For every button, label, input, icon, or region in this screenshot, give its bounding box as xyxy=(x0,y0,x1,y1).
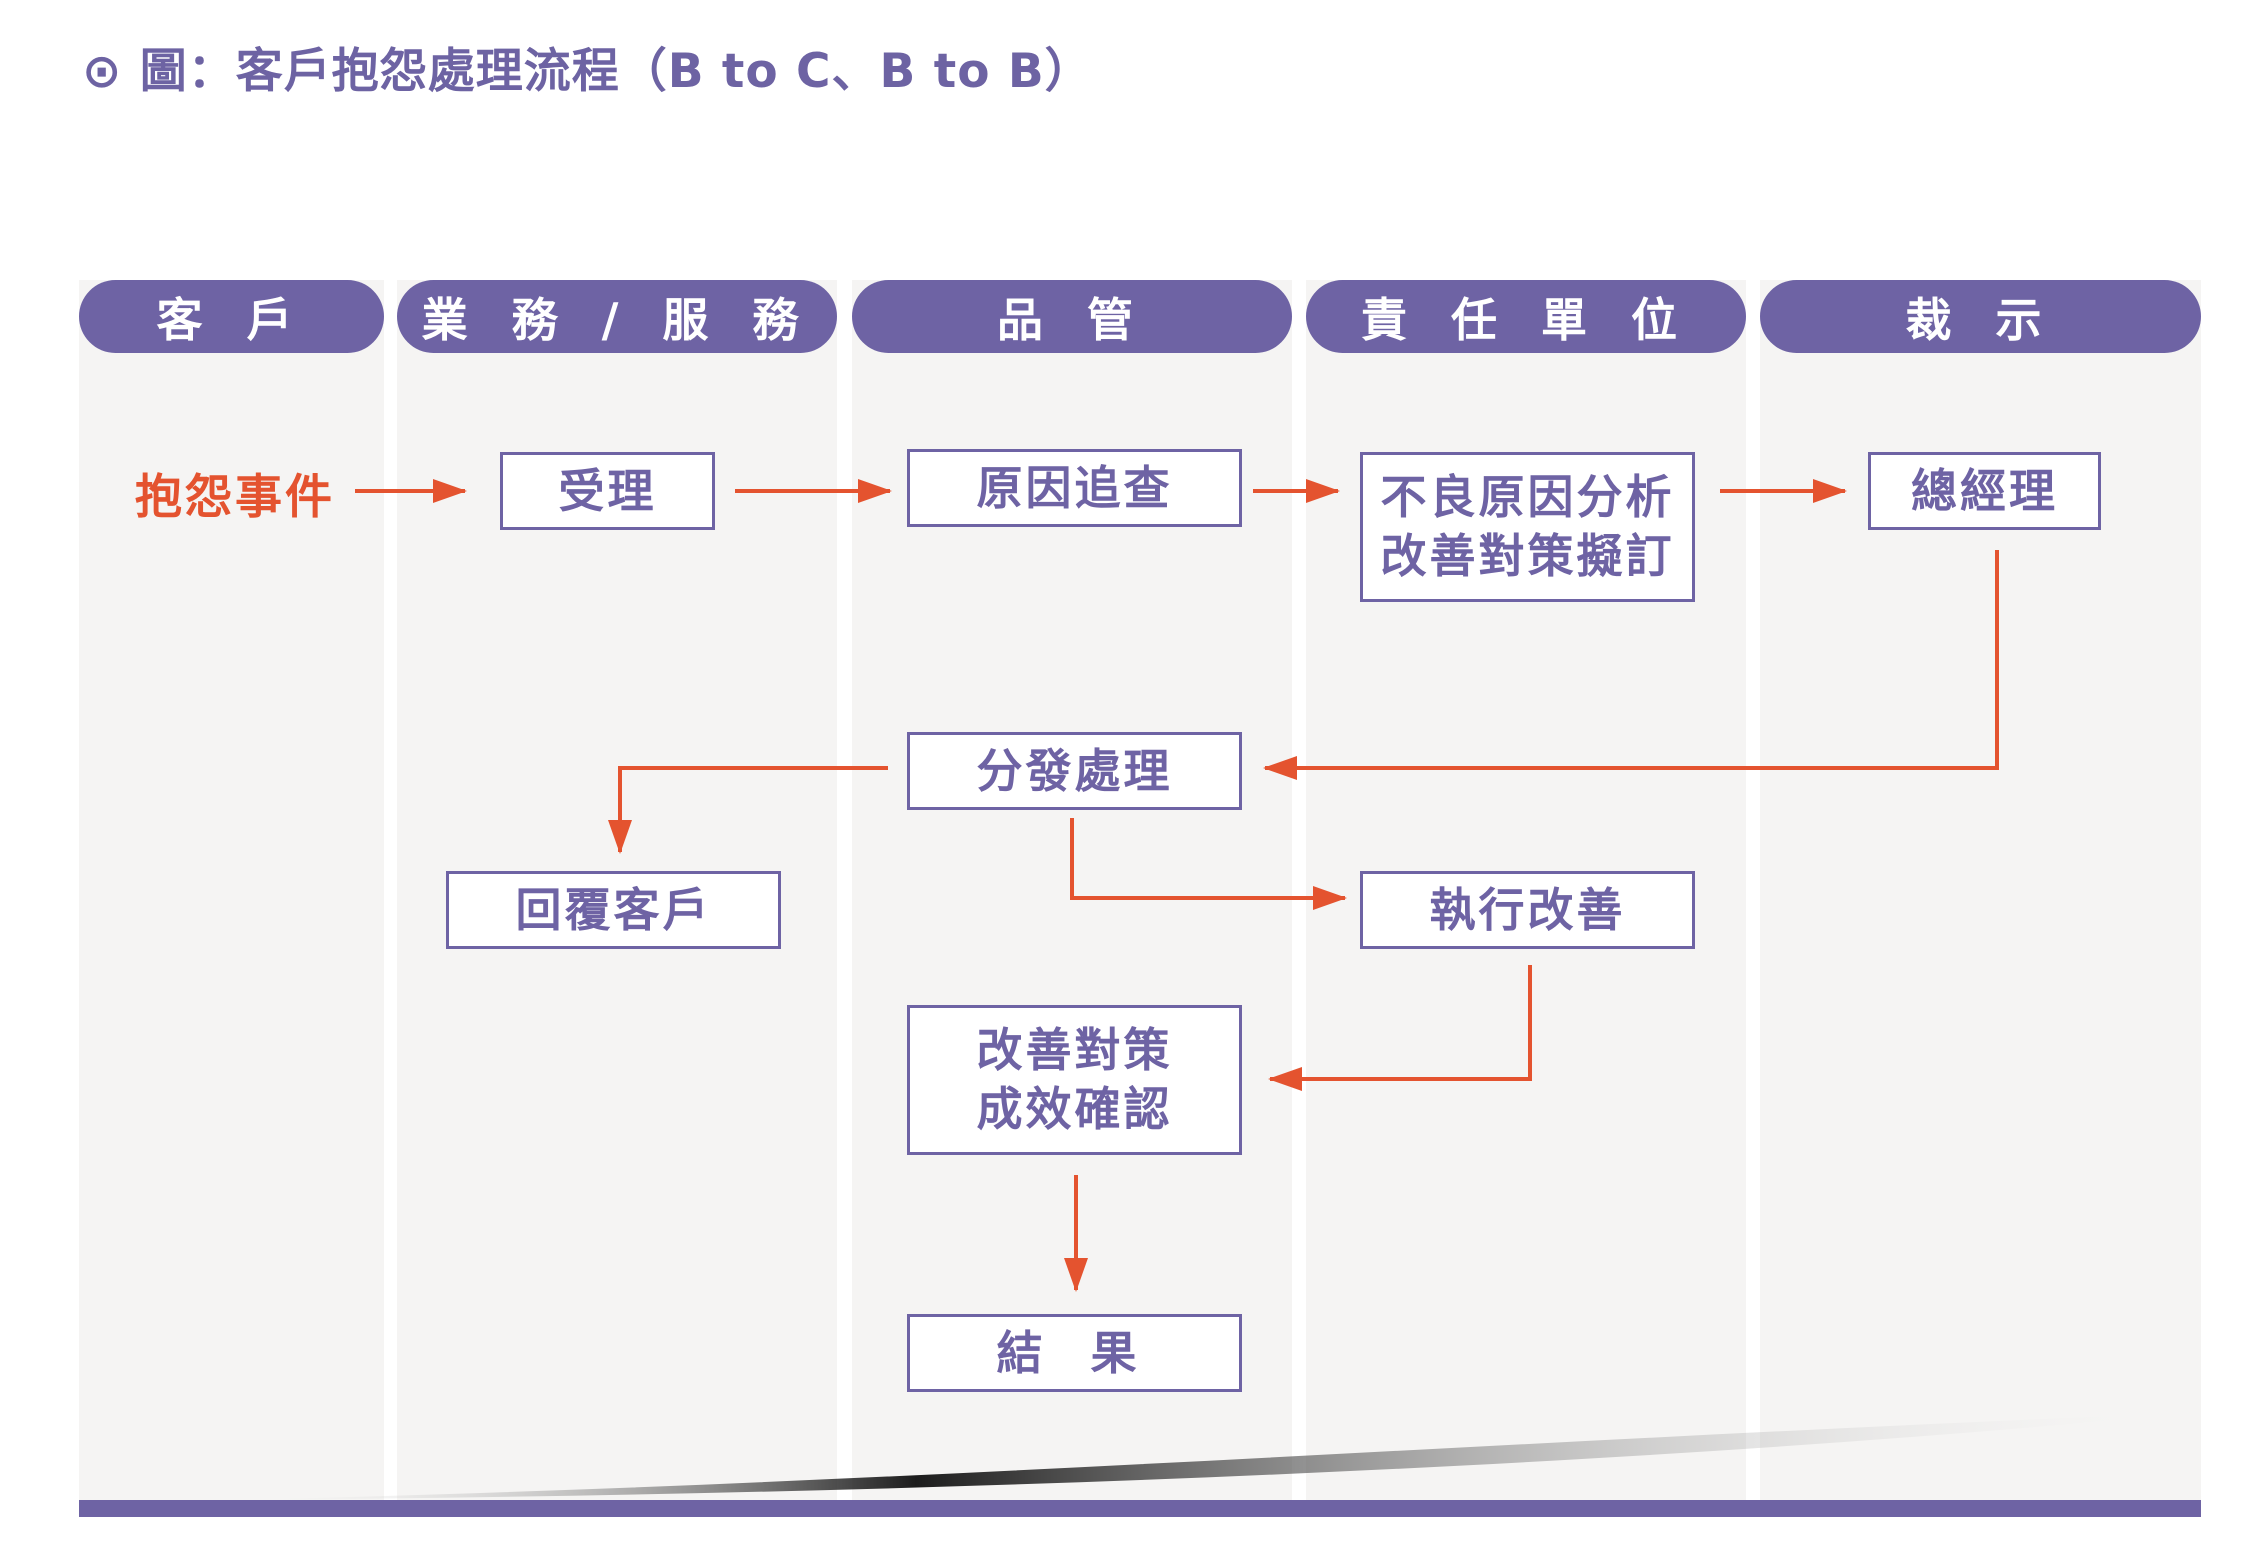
node-accept: 受理 xyxy=(500,452,715,530)
node-verify-effect-line1: 改善對策 xyxy=(976,1023,1173,1078)
figure-title: ⊙ 圖：客戶抱怨處理流程（B to C、B to B） xyxy=(82,44,1093,99)
lane-header-customer: 客 戶 xyxy=(79,280,384,353)
lane-header-ruling: 裁 示 xyxy=(1760,280,2201,353)
node-cause-investigation: 原因追查 xyxy=(907,449,1242,527)
lane-header-responsible-unit: 責 任 單 位 xyxy=(1306,280,1746,353)
node-verify-effect-line2: 成效確認 xyxy=(976,1082,1173,1136)
lane-header-quality-control: 品 管 xyxy=(852,280,1292,353)
node-execute-improvement-label: 執行改善 xyxy=(1429,882,1626,937)
arrow-dispatch-to-execute xyxy=(1070,818,1347,910)
arrow-gm-to-dispatch xyxy=(1263,550,1999,780)
node-dispatch-label: 分發處理 xyxy=(976,743,1173,798)
node-verify-effect: 改善對策 成效確認 xyxy=(907,1005,1242,1155)
lane-header-sales-service: 業 務 / 服 務 xyxy=(397,280,837,353)
lane-customer-bg xyxy=(79,280,384,1500)
arrow-dispatch-to-reply xyxy=(608,766,888,854)
node-result: 結 果 xyxy=(907,1314,1242,1392)
node-result-label: 結 果 xyxy=(996,1325,1153,1380)
node-reply-customer-label: 回覆客戶 xyxy=(515,882,712,937)
bottom-bar xyxy=(79,1500,2201,1517)
node-reply-customer: 回覆客戶 xyxy=(446,871,781,949)
node-defect-analysis: 不良原因分析 改善對策擬訂 xyxy=(1360,452,1695,602)
arrow-execute-to-verify xyxy=(1268,965,1532,1091)
node-execute-improvement: 執行改善 xyxy=(1360,871,1695,949)
node-dispatch: 分發處理 xyxy=(907,732,1242,810)
start-event-complaint: 抱怨事件 xyxy=(135,470,335,525)
node-defect-analysis-line1: 不良原因分析 xyxy=(1380,470,1675,525)
node-accept-label: 受理 xyxy=(558,463,657,518)
node-general-manager-label: 總經理 xyxy=(1911,463,2058,518)
node-cause-investigation-label: 原因追查 xyxy=(976,460,1173,515)
node-defect-analysis-line2: 改善對策擬訂 xyxy=(1380,529,1675,583)
node-general-manager: 總經理 xyxy=(1868,452,2101,530)
